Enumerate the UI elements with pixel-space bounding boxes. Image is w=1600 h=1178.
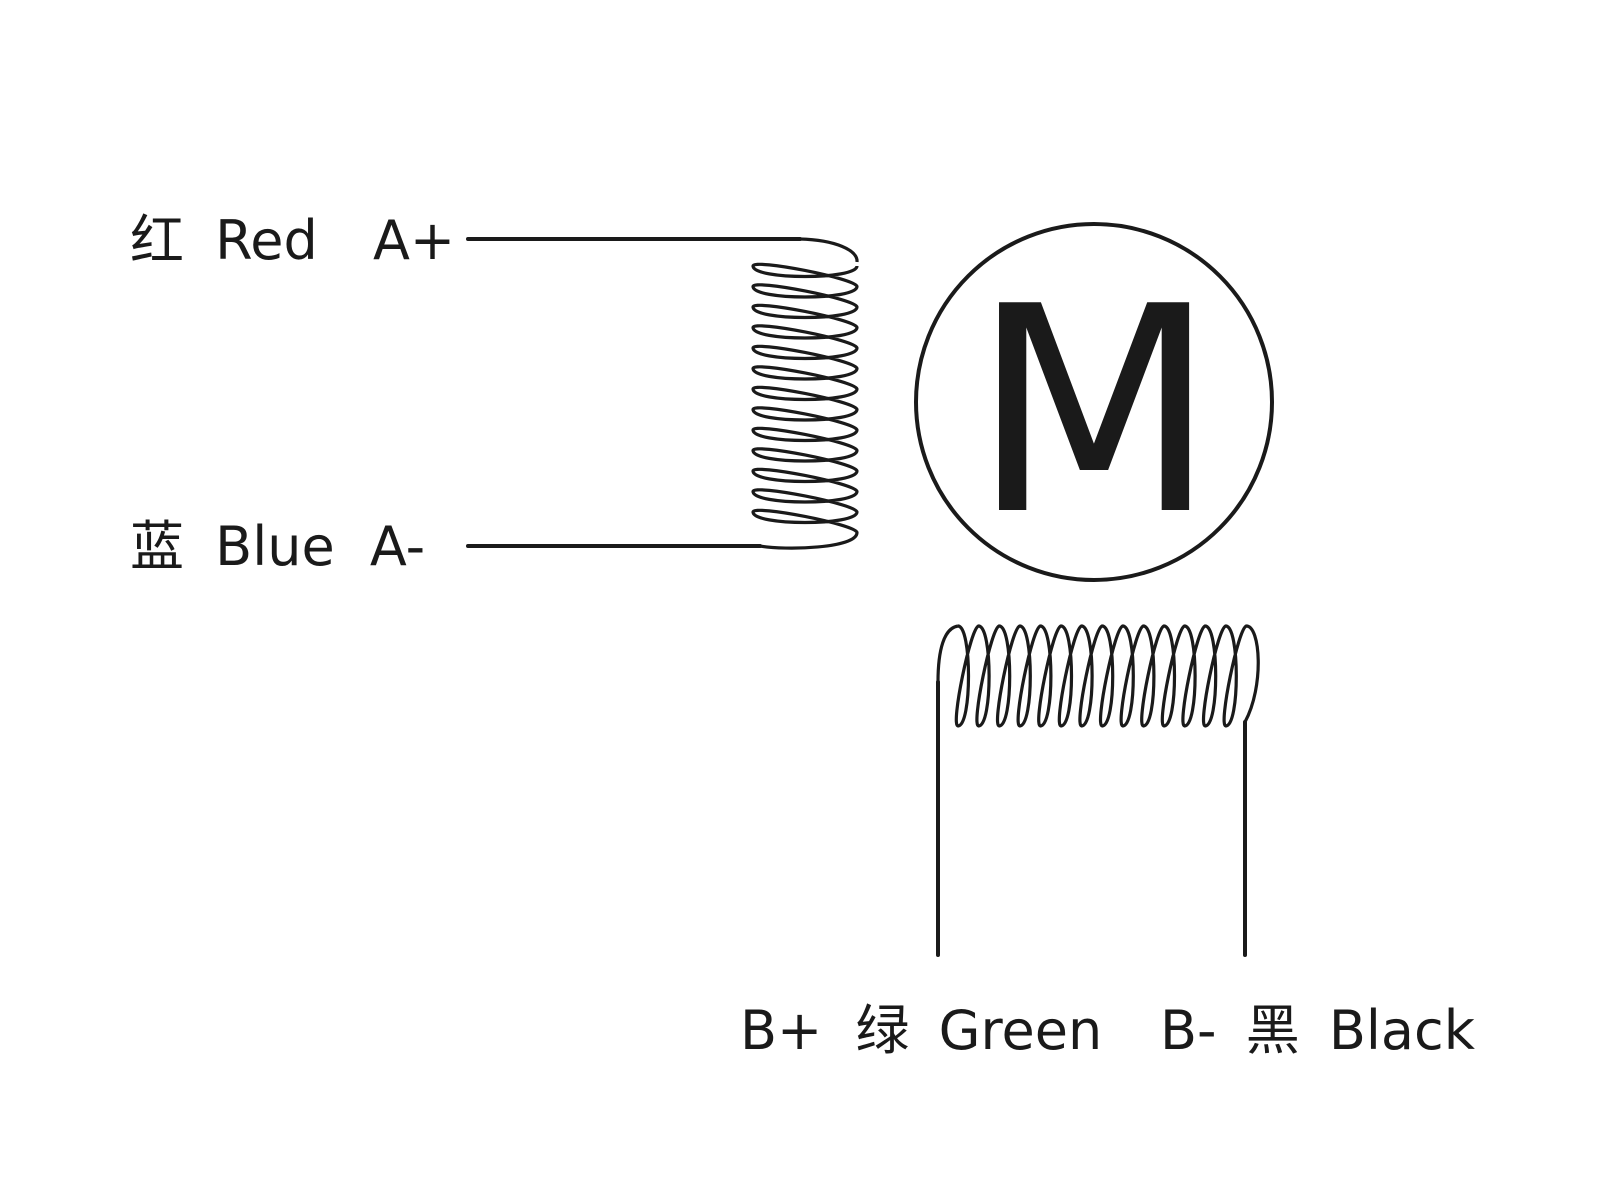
coil-a-winding (751, 237, 859, 550)
coil-b-winding (936, 624, 1260, 728)
label-blue-pin: A- (370, 515, 425, 578)
label-red-pin: A+ (373, 209, 455, 272)
label-green-b-plus: B+ 绿 Green (740, 999, 1102, 1062)
label-blue-cn: 蓝 (130, 515, 184, 578)
label-blue-a-minus: 蓝 Blue A- (130, 515, 425, 578)
label-black-b-minus: B- 黑 Black (1160, 999, 1476, 1062)
motor-circle (914, 222, 1274, 582)
label-green-pin: B+ (740, 999, 822, 1062)
label-green-cn: 绿 (855, 999, 909, 1062)
label-green-en: Green (939, 999, 1103, 1062)
coil-b (936, 624, 1260, 728)
label-red-cn: 红 (130, 209, 184, 272)
label-red-en: Red (215, 209, 318, 272)
label-black-pin: B- (1160, 999, 1217, 1062)
label-black-cn: 黑 (1246, 999, 1300, 1062)
coil-a (751, 237, 859, 550)
label-blue-en: Blue (215, 515, 335, 578)
motor-label: M (971, 246, 1217, 578)
label-red-a-plus: 红 Red A+ (130, 209, 455, 272)
label-black-en: Black (1329, 999, 1476, 1062)
